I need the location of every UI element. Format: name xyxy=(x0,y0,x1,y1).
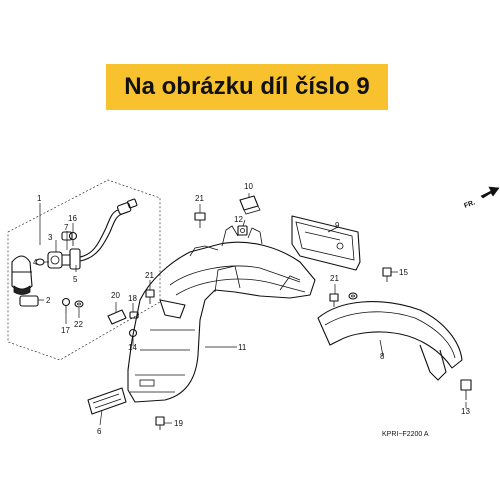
callout-19: 19 xyxy=(174,419,183,428)
license-light-lens xyxy=(19,295,39,307)
wiring-harness xyxy=(79,198,138,262)
bolt-21a xyxy=(194,212,206,228)
bolt-19 xyxy=(155,416,165,430)
callout-21-left: 21 xyxy=(145,271,154,280)
bulb-socket xyxy=(47,231,81,270)
callout-3: 3 xyxy=(48,233,53,242)
part-number-banner: Na obrázku díl číslo 9 xyxy=(106,64,388,110)
clip-18 xyxy=(129,311,139,319)
callout-16: 16 xyxy=(68,214,77,223)
callout-4: 4 xyxy=(33,258,38,267)
callout-12: 12 xyxy=(234,215,243,224)
callout-20: 20 xyxy=(111,291,120,300)
leader-lines xyxy=(38,193,467,426)
bolt-14 xyxy=(128,328,138,342)
bolt-21b xyxy=(145,289,155,304)
callout-21-right: 21 xyxy=(330,274,339,283)
bolt-15 xyxy=(382,267,392,282)
callout-21-top: 21 xyxy=(195,194,204,203)
front-label: FR. xyxy=(463,199,476,209)
diagram-code: KPRI−F2200 A xyxy=(382,431,429,438)
callout-9: 9 xyxy=(335,221,340,230)
grommet-20 xyxy=(107,309,127,325)
callout-13: 13 xyxy=(461,407,470,416)
callout-17: 17 xyxy=(61,326,70,335)
callout-1: 1 xyxy=(37,194,42,203)
washer-21c xyxy=(348,292,358,300)
screw-17 xyxy=(61,297,71,313)
screw-16 xyxy=(68,231,78,246)
nut-12 xyxy=(237,225,248,236)
rear-fender xyxy=(127,225,316,403)
callout-8: 8 xyxy=(380,352,385,361)
front-direction-indicator: FR. xyxy=(463,186,500,210)
front-arrow-icon xyxy=(480,186,500,199)
taillight-assembly-outline xyxy=(7,179,161,361)
bolt-21c xyxy=(329,293,339,307)
callout-2: 2 xyxy=(46,296,51,305)
callout-22: 22 xyxy=(74,320,83,329)
fender-extension xyxy=(317,301,463,381)
grommet-10 xyxy=(239,195,261,215)
callout-18: 18 xyxy=(128,294,137,303)
callout-6: 6 xyxy=(97,427,102,436)
washer-22 xyxy=(74,300,84,308)
callout-15: 15 xyxy=(399,268,408,277)
callout-5: 5 xyxy=(73,275,78,284)
callout-10: 10 xyxy=(244,182,253,191)
taillight-lens xyxy=(11,255,33,295)
rear-reflector xyxy=(87,387,127,415)
callout-11: 11 xyxy=(238,343,247,352)
banner-text: Na obrázku díl číslo 9 xyxy=(124,73,370,100)
callout-14: 14 xyxy=(128,343,137,352)
callout-7: 7 xyxy=(64,223,69,232)
license-plate-bracket xyxy=(291,215,361,271)
bolt-13 xyxy=(460,379,472,400)
callout-labels: 1 2 3 4 5 6 7 8 9 10 11 12 13 14 15 16 1… xyxy=(33,182,470,436)
